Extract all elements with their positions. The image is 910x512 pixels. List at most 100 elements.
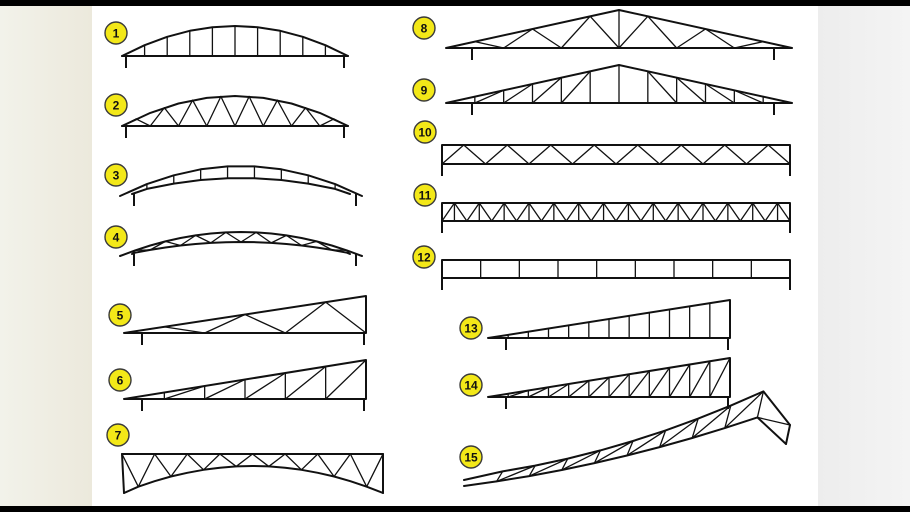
- web-member: [689, 360, 711, 398]
- truss-number-badge: 8: [412, 16, 436, 40]
- web-member: [626, 429, 667, 457]
- truss-number-label: 6: [117, 374, 124, 388]
- truss-number-badge: 9: [412, 78, 436, 102]
- truss-7: [121, 453, 384, 494]
- web-member: [484, 144, 508, 165]
- truss-number-badge: 10: [413, 120, 437, 144]
- web-member: [724, 390, 765, 429]
- truss-number-label: 3: [113, 169, 120, 183]
- web-member: [593, 449, 602, 464]
- badge-circle: [459, 445, 483, 469]
- truss-number-badge: 6: [108, 368, 132, 392]
- truss-2: [121, 95, 349, 138]
- web-member: [244, 313, 286, 334]
- web-member: [366, 453, 384, 488]
- web-member: [453, 202, 468, 222]
- web-member: [445, 41, 476, 49]
- web-member: [137, 453, 156, 488]
- truss-number-label: 10: [418, 126, 432, 140]
- web-member: [186, 453, 205, 471]
- truss-number-badge: 15: [459, 445, 483, 469]
- web-member: [565, 202, 580, 222]
- web-member: [300, 453, 319, 471]
- web-member: [325, 301, 367, 334]
- truss-outline: [441, 144, 791, 165]
- web-member: [668, 363, 691, 398]
- web-member: [608, 373, 630, 398]
- web-member: [191, 99, 208, 127]
- web-member: [441, 144, 465, 165]
- web-member: [285, 234, 303, 247]
- web-member: [149, 240, 167, 251]
- web-member: [225, 231, 242, 243]
- badge-circle: [104, 163, 128, 187]
- badge-circle: [104, 93, 128, 117]
- web-member: [179, 234, 197, 247]
- web-member: [714, 202, 729, 222]
- truss-11: [441, 202, 791, 233]
- web-member: [691, 417, 699, 439]
- end-post: [121, 453, 125, 494]
- web-member: [315, 240, 333, 251]
- web-member: [507, 389, 529, 398]
- badge-circle: [104, 225, 128, 249]
- web-member: [134, 249, 151, 252]
- truss-number-badge: 13: [459, 316, 483, 340]
- top-chord: [121, 95, 349, 127]
- badge-circle: [108, 368, 132, 392]
- truss-number-badge: 14: [459, 373, 483, 397]
- web-member: [547, 383, 570, 398]
- web-member: [724, 404, 732, 429]
- web-member: [284, 301, 327, 334]
- web-member: [474, 89, 505, 104]
- web-member: [618, 15, 649, 49]
- web-member: [331, 249, 348, 252]
- web-member: [463, 144, 487, 165]
- web-member: [626, 440, 634, 457]
- web-member: [202, 453, 221, 471]
- web-member: [702, 144, 726, 165]
- truss-number-label: 5: [117, 309, 124, 323]
- web-member: [676, 77, 707, 104]
- bottom-chord: [131, 177, 351, 195]
- web-member: [764, 202, 779, 222]
- web-member: [304, 107, 321, 127]
- bottom-chord: [131, 241, 351, 255]
- web-member: [204, 313, 246, 334]
- web-member: [163, 326, 206, 334]
- web-member: [531, 28, 562, 49]
- web-member: [268, 453, 286, 468]
- truss-14: [487, 357, 731, 409]
- truss-number-label: 14: [464, 379, 478, 393]
- truss-outline: [441, 259, 791, 279]
- web-member: [767, 144, 791, 165]
- web-member: [170, 453, 188, 478]
- web-member: [652, 202, 667, 222]
- web-member: [495, 464, 536, 483]
- web-member: [709, 357, 731, 398]
- truss-number-label: 11: [419, 189, 432, 203]
- web-member: [319, 118, 335, 127]
- web-member: [325, 359, 367, 400]
- web-member: [149, 107, 166, 127]
- web-member: [276, 99, 293, 127]
- web-member: [441, 202, 456, 222]
- web-member: [248, 95, 264, 127]
- web-member: [333, 118, 349, 127]
- web-member: [503, 28, 534, 49]
- truss-number-label: 15: [464, 451, 478, 465]
- web-member: [752, 202, 766, 222]
- web-member: [702, 202, 717, 222]
- web-member: [640, 202, 654, 222]
- web-member: [540, 202, 555, 222]
- truss-number-badge: 4: [104, 225, 128, 249]
- web-member: [219, 453, 237, 468]
- web-member: [637, 144, 661, 165]
- web-member: [164, 240, 182, 247]
- web-member: [704, 83, 735, 104]
- web-member: [346, 249, 351, 255]
- web-member: [756, 390, 765, 419]
- web-member: [677, 202, 692, 222]
